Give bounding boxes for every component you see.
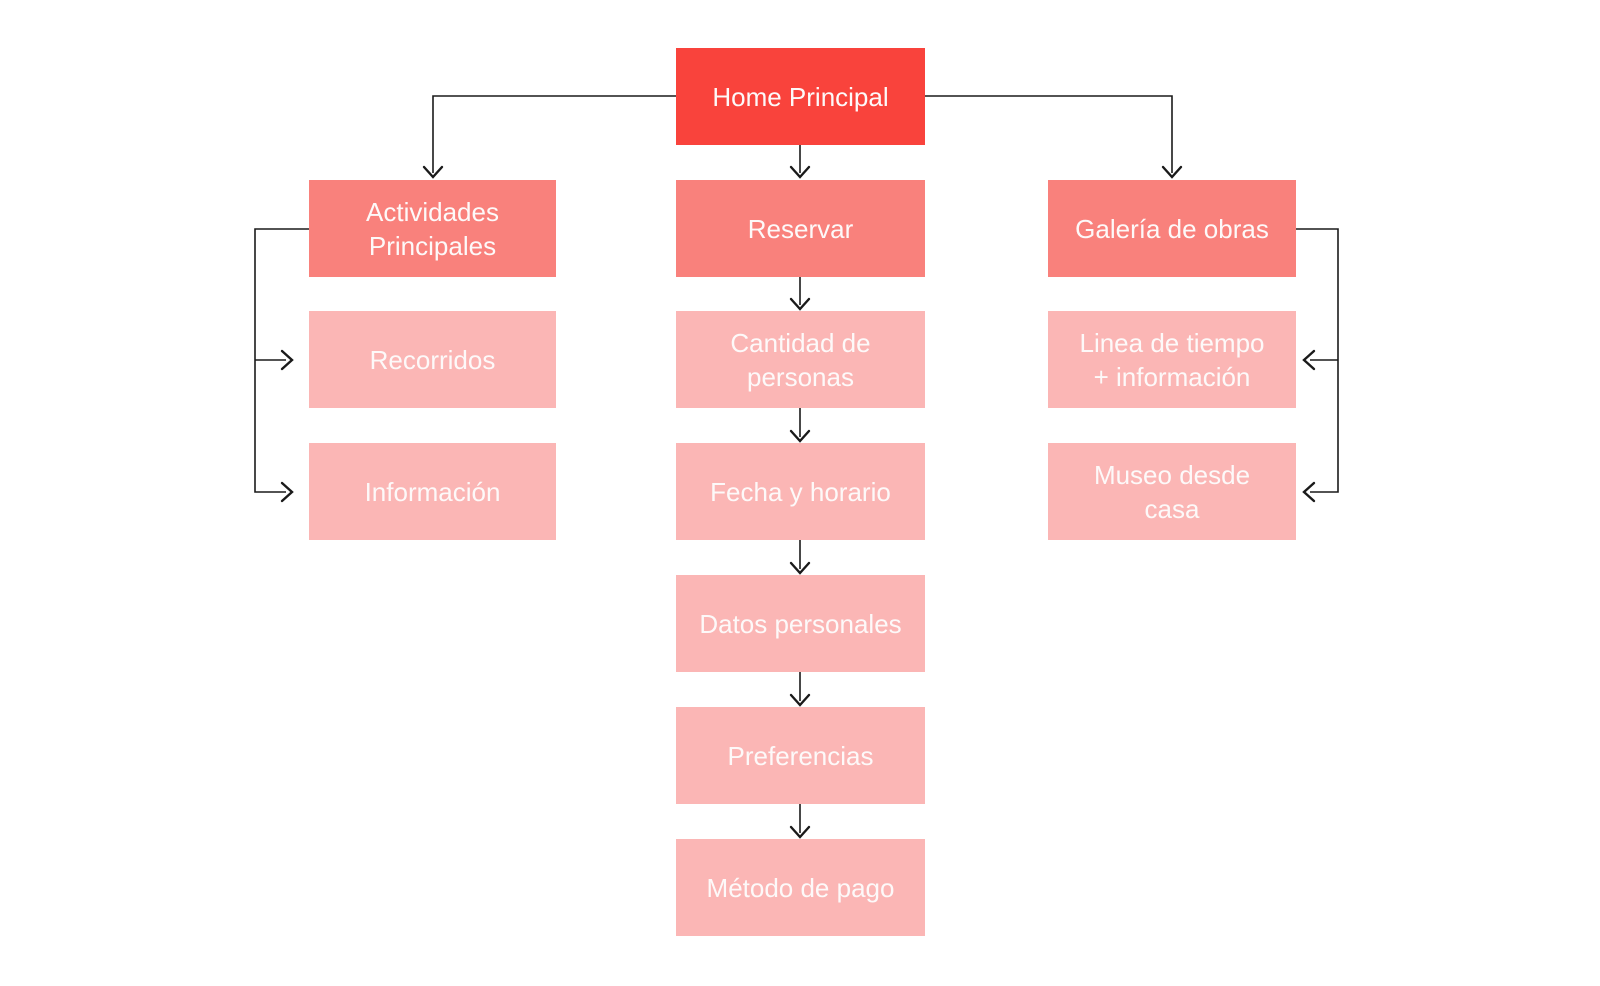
edge-home-reservar-arrowhead-icon <box>789 165 811 179</box>
node-fecha-y-horario[interactable]: Fecha y horario <box>676 443 925 540</box>
node-home-principal[interactable]: Home Principal <box>676 48 925 145</box>
node-label: Reservar <box>747 213 854 244</box>
node-label: Linea de tiempo + información <box>1079 327 1265 392</box>
edge-galeria-museo-arrowhead-icon <box>1302 481 1316 503</box>
edge-datos-preferencias-arrowhead-icon <box>789 693 811 707</box>
edge-preferencias-metodo-arrowhead-icon <box>789 825 811 839</box>
node-label: Home Principal <box>712 81 889 112</box>
edge-galeria-museo <box>1296 228 1339 493</box>
edge-galeria-linea-arrowhead-icon <box>1302 349 1316 371</box>
node-recorridos[interactable]: Recorridos <box>309 311 556 408</box>
edge-reservar-cantidad-arrowhead-icon <box>789 297 811 311</box>
edge-home-actividades-arrowhead-icon <box>422 165 444 179</box>
node-label: Preferencias <box>727 740 874 771</box>
node-label: Actividades Principales <box>366 196 499 261</box>
edge-actividades-informacion <box>254 228 309 493</box>
node-preferencias[interactable]: Preferencias <box>676 707 925 804</box>
node-label: Fecha y horario <box>710 476 891 507</box>
node-galeria-de-obras[interactable]: Galería de obras <box>1048 180 1296 277</box>
node-linea-de-tiempo-informacion[interactable]: Linea de tiempo + información <box>1048 311 1296 408</box>
edge-home-galeria-arrowhead-icon <box>1161 165 1183 179</box>
node-label: Recorridos <box>369 344 496 375</box>
edge-actividades-informacion-arrowhead-icon <box>280 481 294 503</box>
node-informacion[interactable]: Información <box>309 443 556 540</box>
node-label: Información <box>364 476 501 507</box>
node-reservar[interactable]: Reservar <box>676 180 925 277</box>
node-label: Datos personales <box>699 608 902 639</box>
node-datos-personales[interactable]: Datos personales <box>676 575 925 672</box>
edge-actividades-recorridos-arrowhead-icon <box>280 349 294 371</box>
edge-home-galeria <box>925 95 1173 173</box>
edge-cantidad-fecha-arrowhead-icon <box>789 429 811 443</box>
edge-home-actividades <box>432 95 676 173</box>
edge-fecha-datos-arrowhead-icon <box>789 561 811 575</box>
node-metodo-de-pago[interactable]: Método de pago <box>676 839 925 936</box>
node-actividades-principales[interactable]: Actividades Principales <box>309 180 556 277</box>
node-cantidad-de-personas[interactable]: Cantidad de personas <box>676 311 925 408</box>
node-label: Galería de obras <box>1075 213 1269 244</box>
node-label: Cantidad de personas <box>730 327 871 392</box>
node-label: Museo desde casa <box>1093 459 1251 524</box>
node-museo-desde-casa[interactable]: Museo desde casa <box>1048 443 1296 540</box>
node-label: Método de pago <box>706 872 895 903</box>
